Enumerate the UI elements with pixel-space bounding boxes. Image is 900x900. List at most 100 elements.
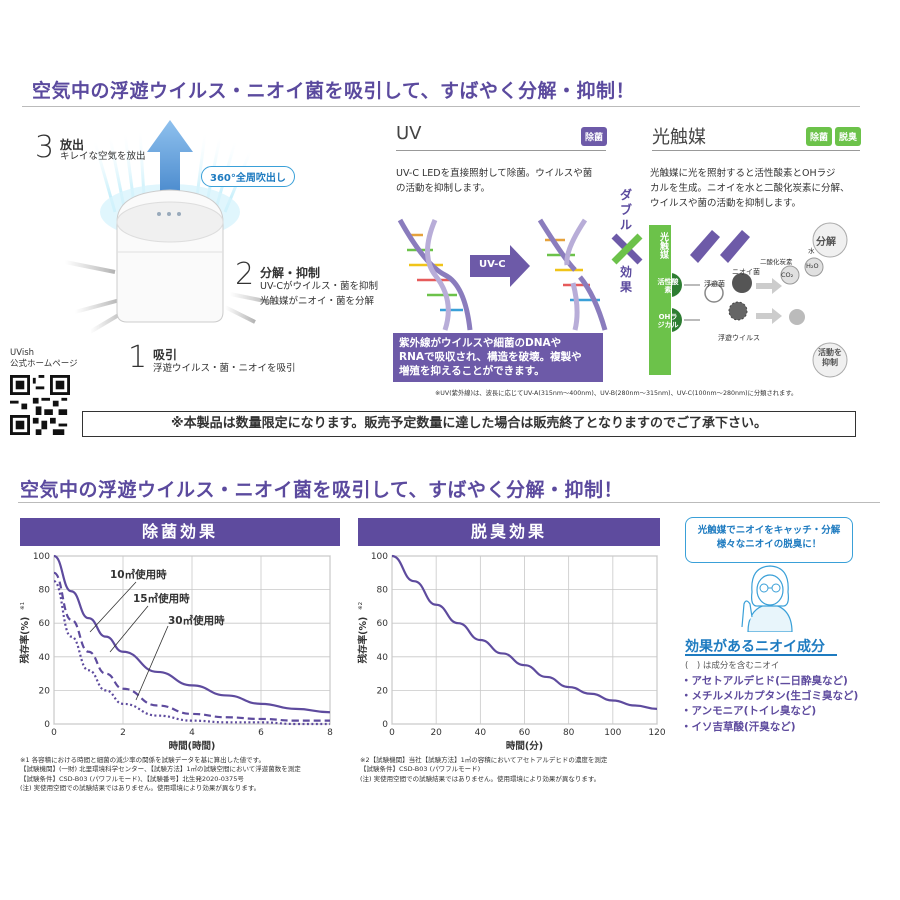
chart2-note-2: 【試験条件】CSD-B03 (パワフルモード)	[360, 765, 481, 774]
series-line-1	[53, 554, 331, 714]
uvc-arrow-label: UV-C	[479, 259, 506, 270]
y-tick-label: 40	[377, 653, 389, 663]
odor-bacteria-label: ニオイ菌	[732, 268, 760, 276]
y-tick-label: 60	[377, 619, 389, 629]
series-leader-line	[109, 605, 149, 653]
dna-illustration	[395, 215, 610, 335]
speech-line1: 光触媒でニオイをキャッチ・分解	[697, 525, 841, 536]
double-char-5: 果	[619, 280, 632, 294]
double-char-1: ダ	[619, 188, 632, 202]
series-line-3	[53, 580, 330, 726]
step1-desc: 浮遊ウイルス・菌・ニオイを吸引	[153, 363, 296, 374]
odor-item-ammonia: ・アンモニア(トイレ臭など)	[681, 705, 817, 718]
photo-desc-line2: カルを生成。ニオイを水と二酸化炭素に分解、	[650, 183, 850, 195]
step2-num: 2	[235, 257, 255, 292]
uv-desc: UV-C LEDを直接照射して除菌。ウイルスや菌 の活動を抑制します。	[396, 166, 592, 196]
x-tick-label: 8	[327, 728, 333, 738]
y-tick-label: 80	[39, 586, 51, 596]
x-tick-label: 60	[519, 728, 531, 738]
x-tick-label: 20	[430, 728, 442, 738]
chart1-note-1: ※1 各容積における時間と細菌の減少率の関係を試験データを基に算出した値です。	[20, 756, 265, 764]
odor-item-methyl-mercaptan: ・メチルメルカプタン(生ゴミ臭など)	[681, 690, 859, 703]
series-leader-line	[135, 625, 169, 701]
y-tick-label: 40	[39, 653, 51, 663]
chart2-notes: ※2【試験機関】当社【試験方法】1㎥の容積においてアセトアルデヒドの濃度を測定 …	[360, 756, 607, 784]
photo-badge-sterilize: 除菌	[806, 127, 833, 146]
series-label: 30㎥使用時	[168, 614, 225, 627]
y-tick-label: 0	[382, 720, 388, 730]
active-oxygen-label: 活性酸素	[657, 278, 679, 295]
photo-title: 光触媒	[652, 127, 706, 148]
y-tick-label: 80	[377, 586, 389, 596]
odor-title: 効果があるニオイ成分	[685, 639, 825, 655]
limited-notice: ※本製品は数量限定になります。販売予定数量に達した場合は販売終了となりますのでご…	[82, 411, 856, 437]
chart1-note-4: (注) 実使用空間での試験結果ではありません。使用環境により効果が異なります。	[20, 784, 261, 793]
step2-desc1: UV-Cがウイルス・菌を抑制	[260, 281, 378, 292]
co2-molecule: CO₂	[781, 271, 794, 279]
x-axis-label: 時間(時間)	[169, 740, 216, 752]
chart2-note-3: (注) 実使用空間での試験結果ではありません。使用環境により効果が異なります。	[360, 774, 601, 783]
co2-caption: 二酸化炭素	[760, 258, 793, 266]
suppress-line2: 抑制	[822, 357, 838, 367]
x-tick-label: 4	[189, 728, 195, 738]
y-tick-label: 0	[44, 720, 50, 730]
x-tick-label: 0	[389, 728, 395, 738]
step3-num: 3	[35, 130, 55, 165]
double-char-2: ブ	[619, 203, 632, 217]
photo-divider	[652, 150, 860, 151]
woman-illustration	[730, 562, 810, 633]
x-tick-label: 80	[563, 728, 575, 738]
top-divider	[22, 106, 860, 107]
step2-desc2: 光触媒がニオイ・菌を分解	[260, 296, 375, 307]
uv-divider	[396, 150, 606, 151]
odor-item-isovaleric-acid: ・イソ吉草酸(汗臭など)	[681, 720, 796, 733]
y-tick-label: 20	[377, 686, 389, 696]
odor-item-acetaldehyde: ・アセトアルデヒド(二日酔臭など)	[681, 675, 848, 687]
double-char-3: ル	[619, 218, 632, 232]
speech-bubble: 光触媒でニオイをキャッチ・分解 様々なニオイの脱臭に！	[685, 517, 853, 563]
floating-bacteria-label: 浮遊菌	[704, 280, 725, 288]
chart2-title: 脱臭効果	[358, 518, 660, 546]
series-line-2	[53, 571, 330, 722]
odor-title-underline	[685, 654, 837, 656]
suppress-line1: 活動を	[818, 348, 842, 357]
uv-box-line2: RNAで吸収され、構造を破壊。複製や	[399, 351, 582, 364]
h2o-molecule: H₂O	[806, 262, 819, 270]
double-char-4: 効	[619, 265, 632, 279]
step2-title: 分解・抑制	[260, 266, 321, 280]
chart2-note-1: ※2【試験機関】当社【試験方法】1㎥の容積においてアセトアルデヒドの濃度を測定	[360, 756, 608, 764]
x-tick-label: 40	[475, 728, 487, 738]
step3-title: 放出	[60, 138, 85, 152]
bottom-headline: 空気中の浮遊ウイルス・ニオイ菌を吸引して、すばやく分解・抑制！	[20, 479, 623, 501]
uv-badge-sterilize: 除菌	[581, 127, 608, 146]
qr-code[interactable]	[10, 375, 70, 435]
photo-bar-label: 光触媒	[658, 232, 668, 259]
odor-list: ・アセトアルデヒド(二日酔臭など) ・メチルメルカプタン(生ゴミ臭など) ・アン…	[681, 674, 858, 735]
series-label: 15㎥使用時	[133, 592, 190, 605]
oh-radical-label: OHラジカル	[657, 313, 679, 330]
uv-box-line1: 紫外線がウイルスや細菌のDNAや	[399, 337, 562, 349]
x-axis-label: 時間(分)	[506, 740, 543, 752]
photo-desc-line1: 光触媒に光を照射すると活性酸素とOHラジ	[650, 168, 836, 179]
uv-box-line3: 増殖を抑えることができます。	[399, 365, 545, 378]
speech-line2: 様々なニオイの脱臭に！	[716, 539, 822, 551]
y-tick-label: 20	[39, 686, 51, 696]
step3-desc: キレイな空気を放出	[60, 151, 146, 162]
uv-classification-note: ※UV(紫外線)は、波長に応じてUV-A(315nm〜400nm)、UV-B(2…	[435, 390, 798, 397]
qr-label-site: 公式ホームページ	[10, 359, 78, 370]
bottom-divider	[18, 502, 880, 503]
y-tick-label: 100	[33, 552, 50, 562]
product-illustration	[55, 112, 285, 352]
uv-desc-line1: UV-C LEDを直接照射して除菌。ウイルスや菌	[396, 168, 593, 179]
photo-badge-deodorize: 脱臭	[835, 127, 862, 146]
qr-caption: UVish 公式ホームページ	[10, 348, 78, 370]
floating-virus-label: 浮遊ウイルス	[718, 334, 760, 342]
step1-title: 吸引	[153, 348, 178, 362]
top-headline: 空気中の浮遊ウイルス・ニオイ菌を吸引して、すばやく分解・抑制！	[32, 80, 635, 102]
decompose-label: 分解	[816, 237, 836, 248]
y-axis-note: ※2	[358, 602, 364, 610]
photo-desc-line3: ウイルスや菌の活動を抑制します。	[650, 198, 802, 210]
suppress-label: 活動を 抑制	[818, 348, 842, 367]
uv-title: UV	[396, 123, 422, 144]
chart1-note-3: 【試験条件】CSD-B03 (パワフルモード)、【試験番号】北生発2020-03…	[20, 774, 244, 783]
